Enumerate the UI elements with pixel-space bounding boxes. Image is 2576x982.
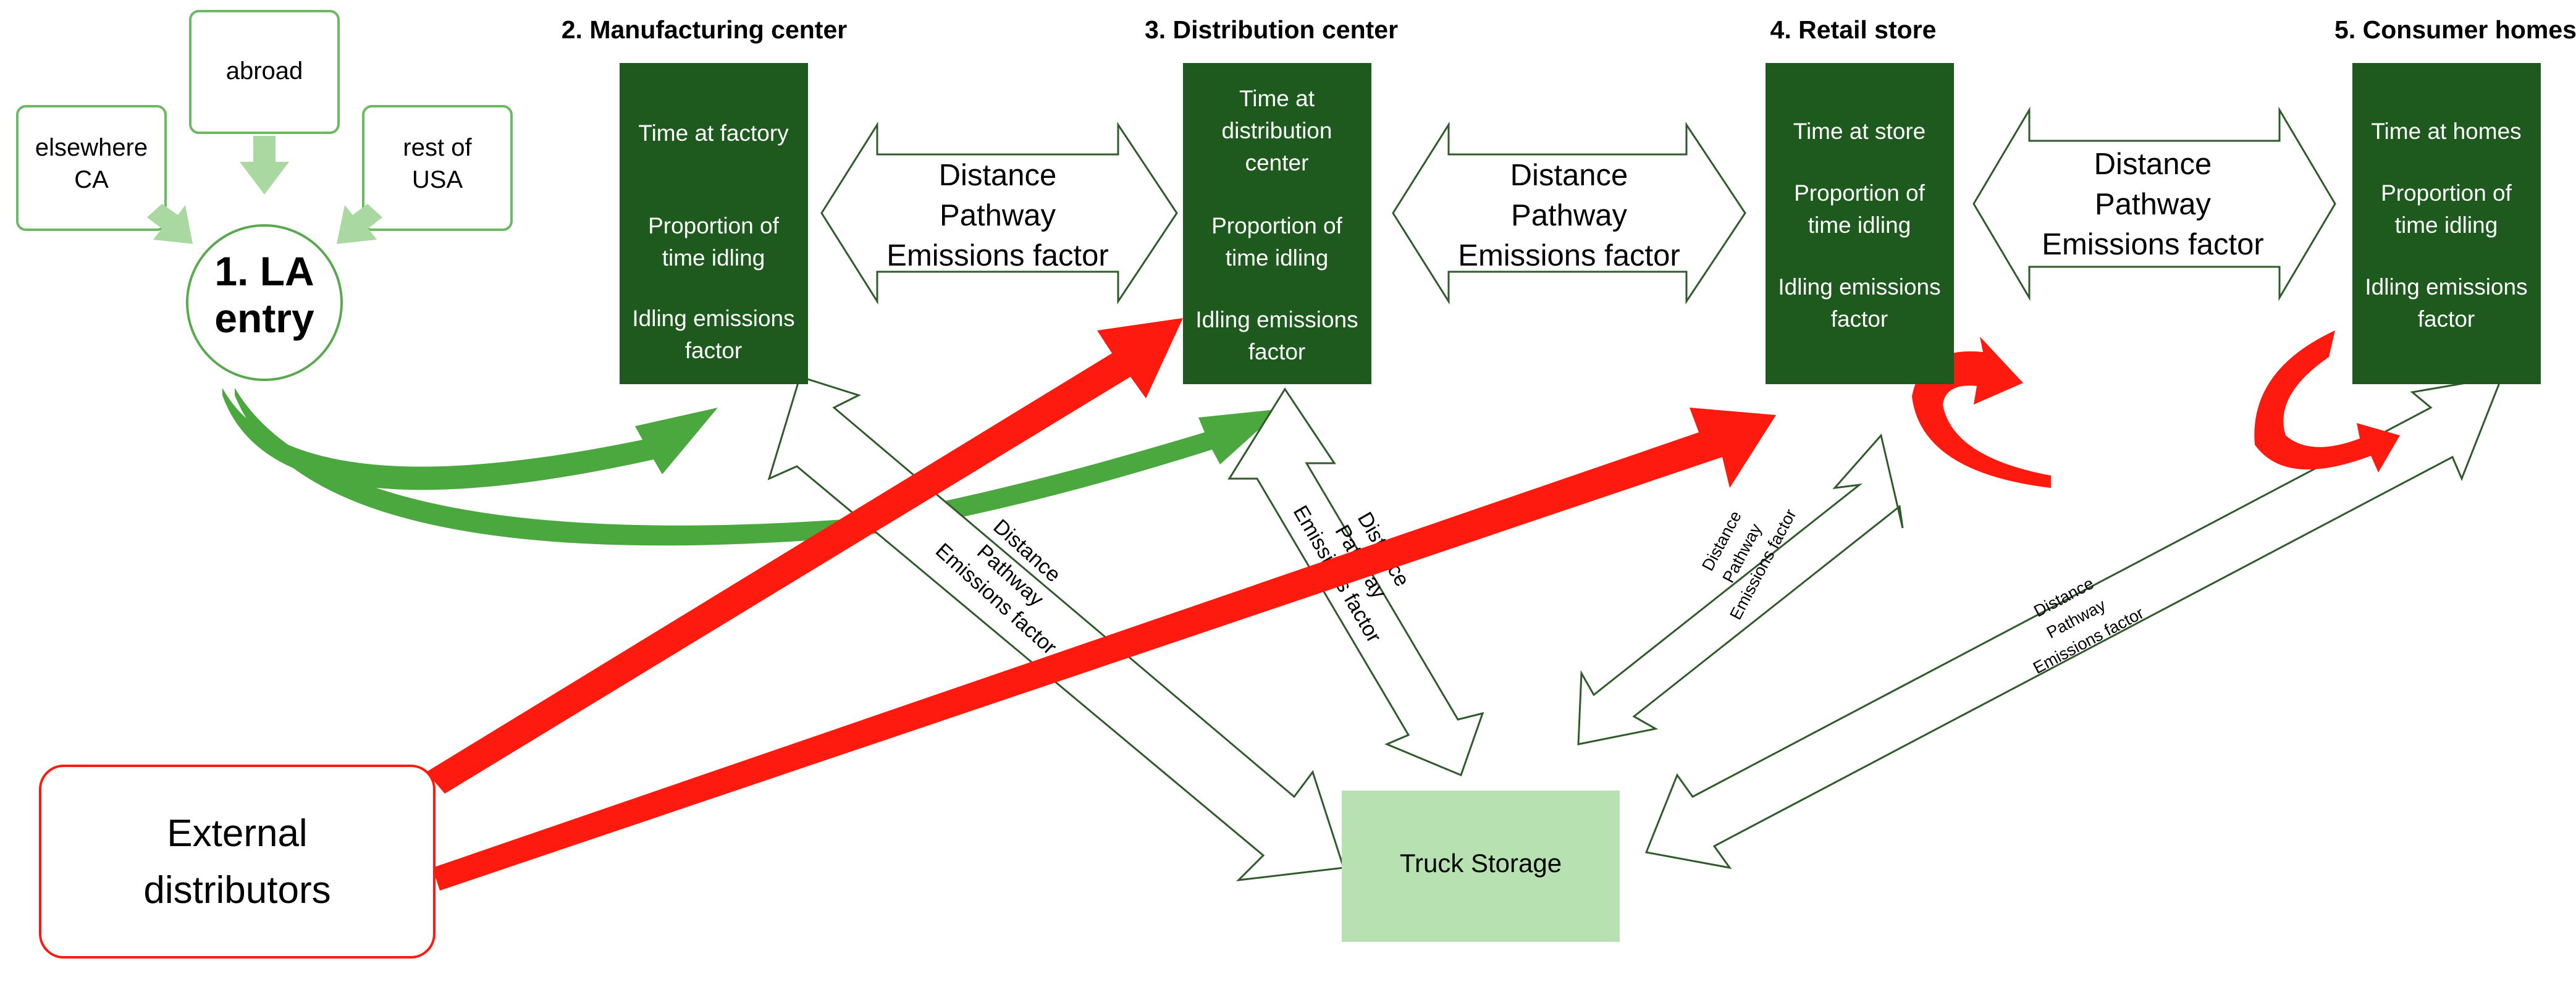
stage-line: Proportion of xyxy=(648,213,780,238)
external-distributors-node: External distributors xyxy=(39,765,436,959)
stage-line: factor xyxy=(1831,306,1888,332)
stage-box-consumer xyxy=(2352,63,2541,384)
stage-distribution: 3. Distribution center Time at distribut… xyxy=(1145,15,1398,384)
origin-abroad-label: abroad xyxy=(226,57,303,85)
stage-line: time idling xyxy=(1226,245,1329,271)
stage-line: factor xyxy=(685,338,743,363)
connector-label-line3: Emissions factor xyxy=(1458,239,1680,272)
hollow-arrow-dist-retail: Distance Pathway Emissions factor xyxy=(1392,121,1746,305)
stage-line: time idling xyxy=(2395,212,2498,238)
stage-title-distribution: 3. Distribution center xyxy=(1145,15,1398,44)
stage-manufacturing: 2. Manufacturing center Time at factory … xyxy=(562,15,848,384)
stage-line: distribution xyxy=(1222,118,1332,143)
connector-label-line1: Distance xyxy=(1510,159,1628,192)
stage-line: Time at homes xyxy=(2371,119,2521,144)
external-line1: External xyxy=(167,812,307,855)
stage-line: Idling emissions xyxy=(1778,274,1940,300)
red-loop-consumer xyxy=(2254,330,2400,472)
stage-line: time idling xyxy=(662,245,765,271)
stage-line: Time at xyxy=(1239,86,1315,111)
connector-label-line2: Pathway xyxy=(2095,188,2211,221)
green-flow-arrows xyxy=(222,388,1282,546)
origin-rest-of-usa: rest of USA xyxy=(362,105,513,231)
truck-storage-node: Truck Storage xyxy=(1342,791,1620,942)
hollow-arrow-mfg-dist: Distance Pathway Emissions factor xyxy=(820,121,1178,305)
la-entry-node: 1. LA entry xyxy=(186,224,343,381)
stage-line: Idling emissions xyxy=(2365,274,2527,300)
connector-label-line2: Pathway xyxy=(1511,199,1627,232)
stage-box-distribution xyxy=(1183,63,1371,384)
stage-line: Time at factory xyxy=(638,120,789,146)
hollow-arrow-retail-consumer: Distance Pathway Emissions factor xyxy=(1972,106,2336,301)
origin-abroad: abroad xyxy=(189,10,340,134)
stage-line: center xyxy=(1245,150,1309,175)
stage-line: factor xyxy=(2418,306,2475,332)
stage-line: time idling xyxy=(1808,212,1911,238)
connector-label-line1: Distance xyxy=(939,159,1057,192)
stage-title-retail: 4. Retail store xyxy=(1770,15,1937,44)
stage-line: Proportion of xyxy=(1211,213,1343,238)
stage-line: factor xyxy=(1248,339,1306,364)
origin-elsewhere-line2: CA xyxy=(74,166,109,193)
stage-line: Proportion of xyxy=(2381,180,2512,206)
stage-box-retail xyxy=(1766,63,1954,384)
la-entry-line1: 1. LA xyxy=(214,248,314,294)
stage-line: Proportion of xyxy=(1794,180,1926,206)
stage-line: Idling emissions xyxy=(1195,307,1358,332)
arrow-abroad-to-la xyxy=(240,136,289,195)
stage-line: Time at store xyxy=(1793,119,1926,144)
connector-label-line3: Emissions factor xyxy=(886,239,1108,272)
origin-rest-line2: USA xyxy=(412,166,463,193)
green-ribbon-to-manufacturing xyxy=(222,388,718,490)
stage-line: Idling emissions xyxy=(632,306,794,331)
stage-box-manufacturing xyxy=(620,63,808,384)
red-arrow-to-distribution xyxy=(426,318,1183,794)
connector-label-line2: Pathway xyxy=(940,199,1056,232)
origin-rest-line1: rest of xyxy=(403,134,472,161)
origin-elsewhere-line1: elsewhere xyxy=(35,134,148,161)
red-arrow-to-retail xyxy=(432,408,1776,891)
connector-label-line1: Distance xyxy=(2094,148,2212,181)
arrow-elsewhere-to-la xyxy=(147,204,193,244)
stage-title-consumer: 5. Consumer homes xyxy=(2334,15,2576,44)
truck-storage-label: Truck Storage xyxy=(1400,849,1562,878)
stage-title-manufacturing: 2. Manufacturing center xyxy=(562,15,848,44)
arrow-rest-to-la xyxy=(337,204,382,244)
connector-label-line3: Emissions factor xyxy=(2042,228,2263,261)
stage-consumer: 5. Consumer homes Time at homes Proporti… xyxy=(2334,15,2576,384)
stage-retail: 4. Retail store Time at store Proportion… xyxy=(1766,15,1954,384)
la-entry-line2: entry xyxy=(214,295,314,341)
external-line2: distributors xyxy=(143,869,330,912)
origin-elsewhere-ca: elsewhere CA xyxy=(16,105,167,231)
